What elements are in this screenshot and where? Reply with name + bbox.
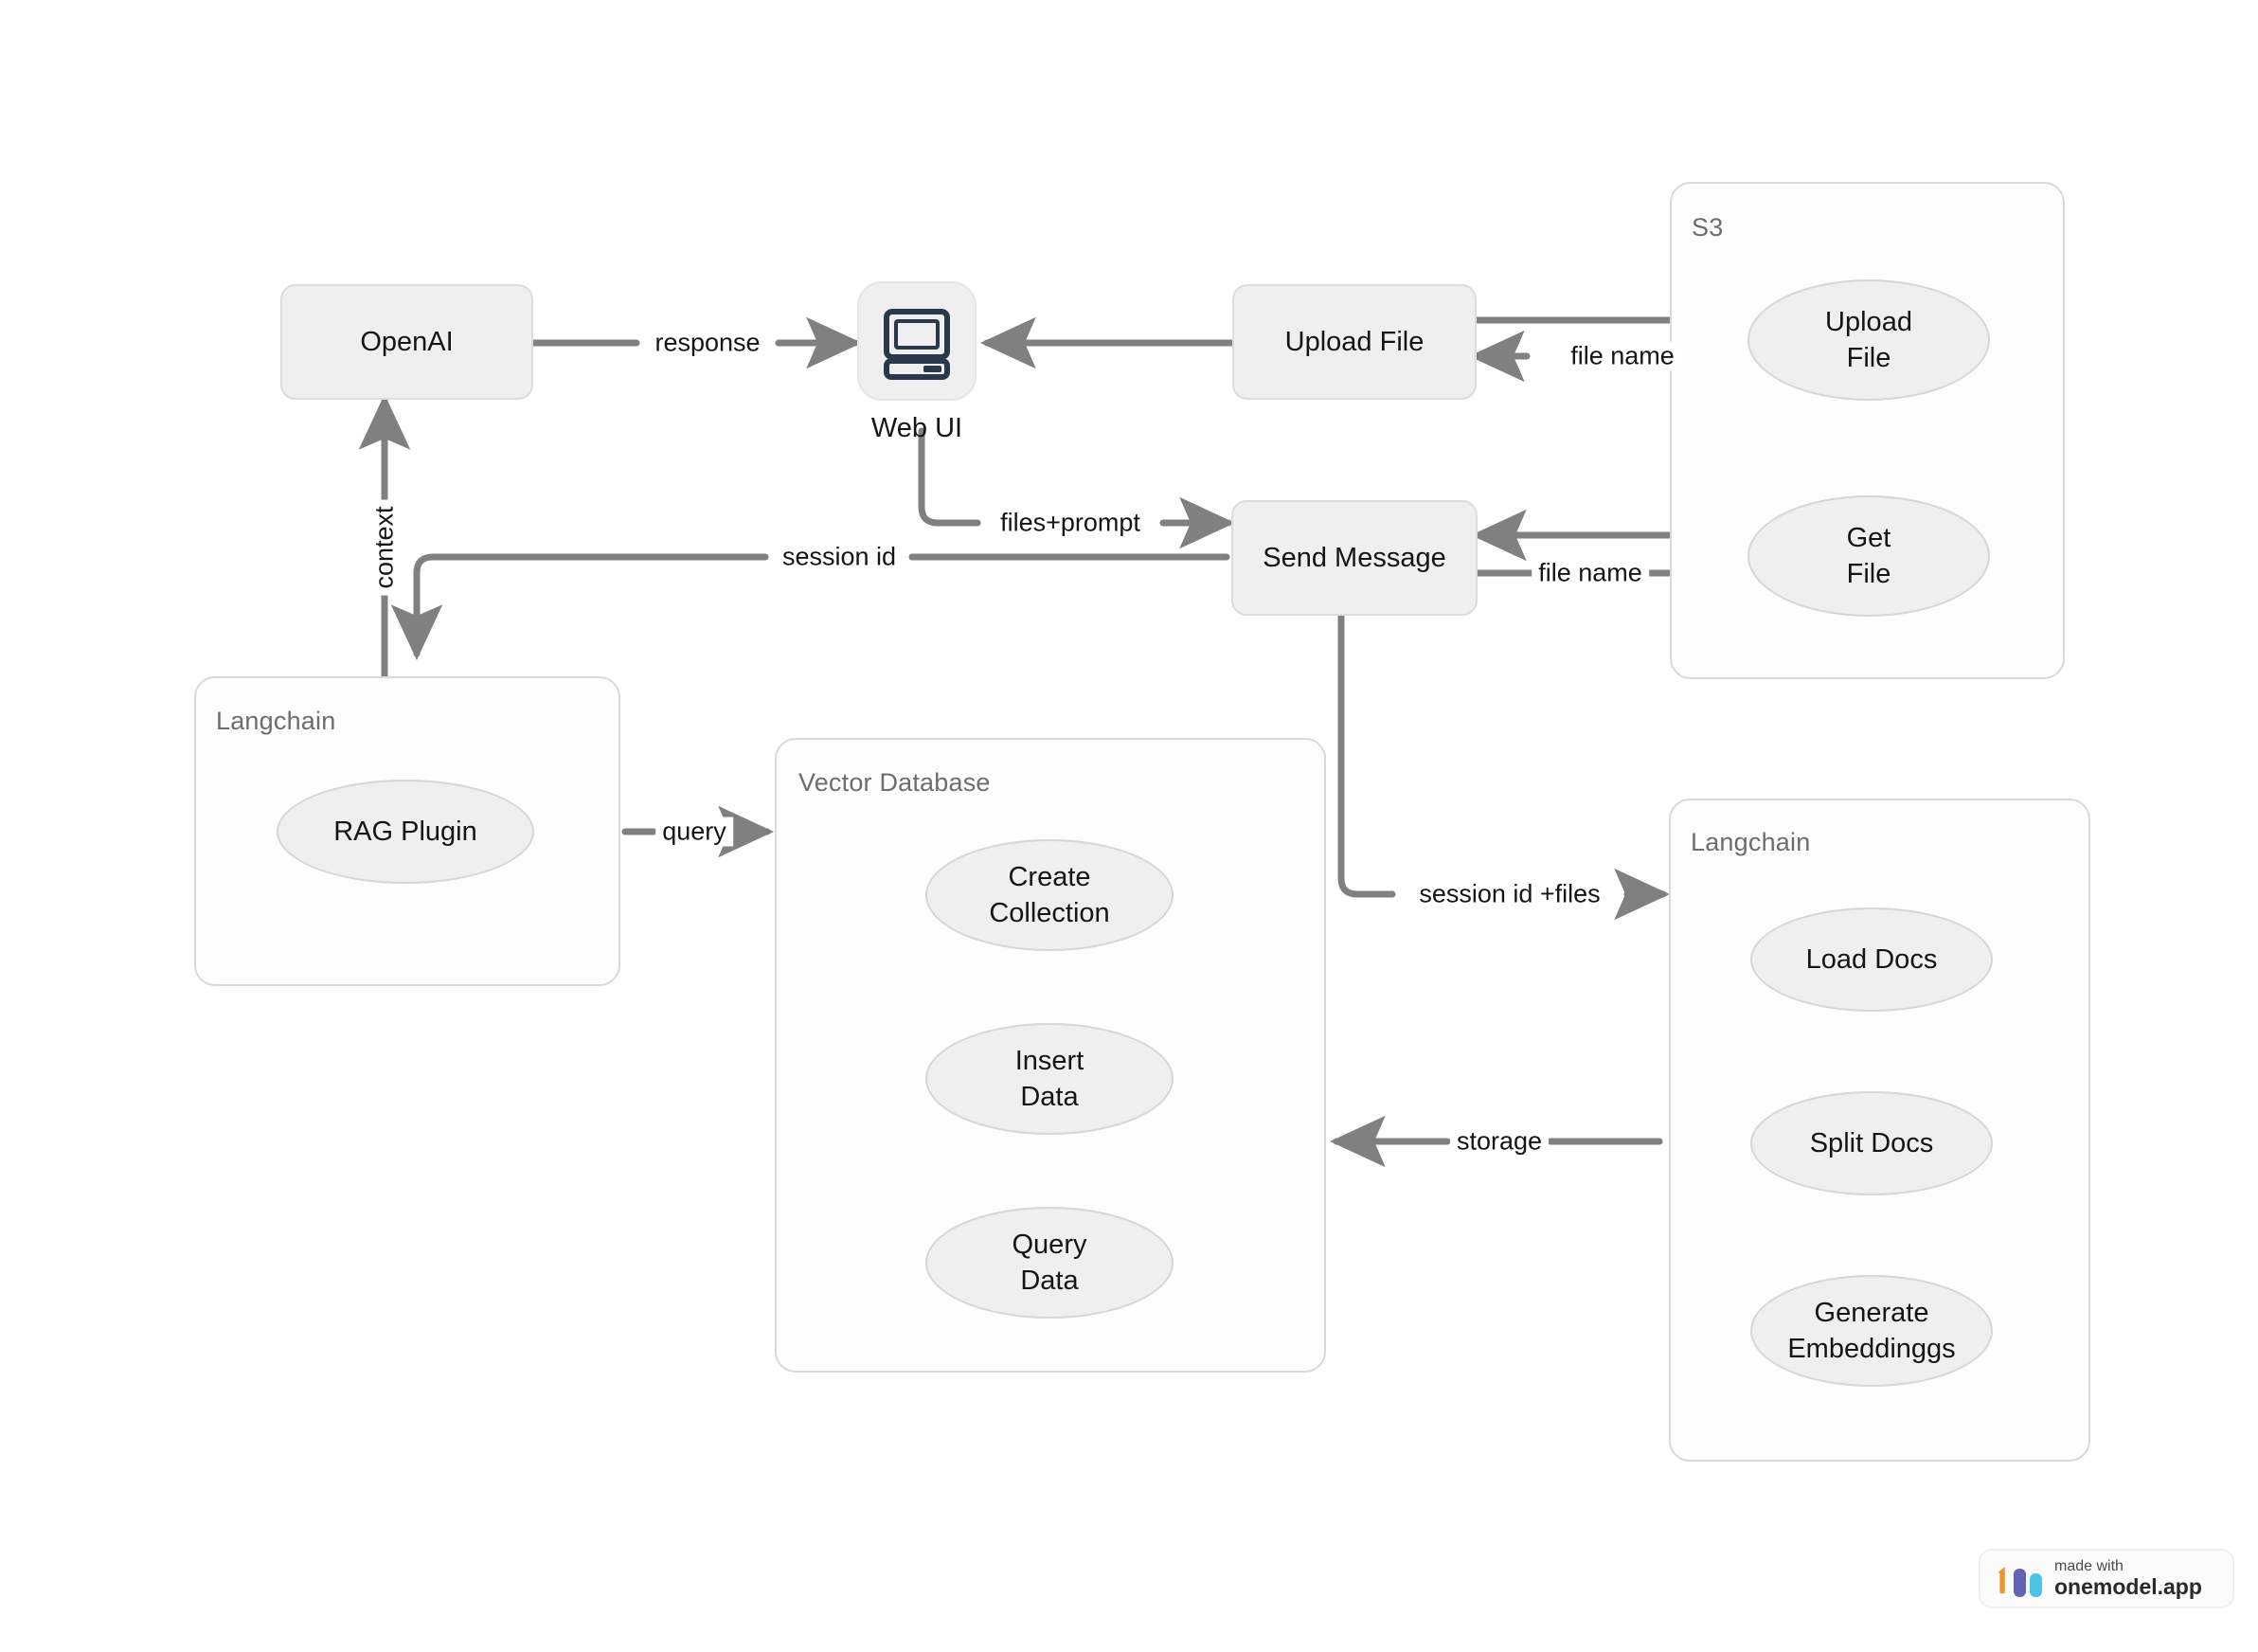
watermark-text: made with onemodel.app bbox=[2054, 1558, 2202, 1599]
node-send-message[interactable]: Send Message bbox=[1231, 500, 1478, 616]
node-openai[interactable]: OpenAI bbox=[280, 284, 533, 400]
logo-bar-cyan bbox=[2030, 1572, 2042, 1597]
node-generate-embeddings[interactable]: Generate Embeddinggs bbox=[1750, 1275, 1993, 1387]
node-split-docs-label: Split Docs bbox=[1809, 1127, 1934, 1158]
desktop-computer-icon bbox=[884, 309, 950, 380]
edge-files-prompt-seg1 bbox=[918, 427, 981, 527]
node-rag-plugin[interactable]: RAG Plugin bbox=[277, 780, 534, 884]
logo-digit-one bbox=[1998, 1566, 2005, 1593]
watermark-badge[interactable]: made with onemodel.app bbox=[1979, 1549, 2234, 1608]
edge-session-files-seg1 bbox=[1337, 612, 1396, 898]
group-langchain-right-label: Langchain bbox=[1691, 828, 1811, 856]
node-generate-embeddings-label: Generate Embeddinggs bbox=[1787, 1297, 1956, 1364]
onemodel-logo-icon bbox=[1996, 1561, 2042, 1597]
node-load-docs[interactable]: Load Docs bbox=[1750, 907, 1993, 1012]
edge-session-id-seg2 bbox=[390, 553, 769, 660]
edge-label-session-id: session id bbox=[775, 542, 904, 572]
edge-label-file-name-upload: file name bbox=[1564, 341, 1681, 371]
edge-label-query: query bbox=[655, 817, 733, 847]
node-insert-data[interactable]: Insert Data bbox=[925, 1023, 1174, 1135]
node-create-collection-label: Create Collection bbox=[989, 861, 1110, 928]
node-query-data[interactable]: Query Data bbox=[925, 1207, 1174, 1319]
node-web-ui-label: Web UI bbox=[870, 413, 963, 443]
node-s3-get-file-label: Get File bbox=[1846, 522, 1891, 589]
node-upload-file[interactable]: Upload File bbox=[1232, 284, 1477, 400]
group-vector-database-label: Vector Database bbox=[798, 768, 991, 797]
logo-bar-purple bbox=[2014, 1568, 2026, 1597]
node-query-data-label: Query Data bbox=[1012, 1229, 1087, 1296]
node-s3-upload-file[interactable]: Upload File bbox=[1747, 279, 1990, 401]
group-langchain-left-label: Langchain bbox=[216, 707, 336, 735]
node-create-collection[interactable]: Create Collection bbox=[925, 839, 1174, 951]
edge-label-response: response bbox=[648, 328, 767, 358]
node-rag-plugin-label: RAG Plugin bbox=[333, 816, 477, 847]
edge-label-context: context bbox=[369, 499, 400, 596]
node-web-ui[interactable] bbox=[857, 281, 977, 401]
node-split-docs[interactable]: Split Docs bbox=[1750, 1091, 1993, 1195]
group-s3-label: S3 bbox=[1692, 213, 1724, 242]
watermark-brand: onemodel.app bbox=[2054, 1573, 2202, 1599]
node-insert-data-label: Insert Data bbox=[1014, 1045, 1084, 1112]
edge-label-session-id-files: session id +files bbox=[1412, 879, 1607, 909]
node-s3-get-file[interactable]: Get File bbox=[1747, 495, 1990, 617]
edge-label-file-name-get: file name bbox=[1532, 558, 1649, 588]
watermark-made-with: made with bbox=[2054, 1558, 2124, 1575]
node-load-docs-label: Load Docs bbox=[1805, 943, 1938, 975]
edge-label-files-prompt: files+prompt bbox=[994, 508, 1147, 538]
edge-label-storage: storage bbox=[1449, 1126, 1550, 1157]
node-s3-upload-file-label: Upload File bbox=[1825, 306, 1912, 373]
